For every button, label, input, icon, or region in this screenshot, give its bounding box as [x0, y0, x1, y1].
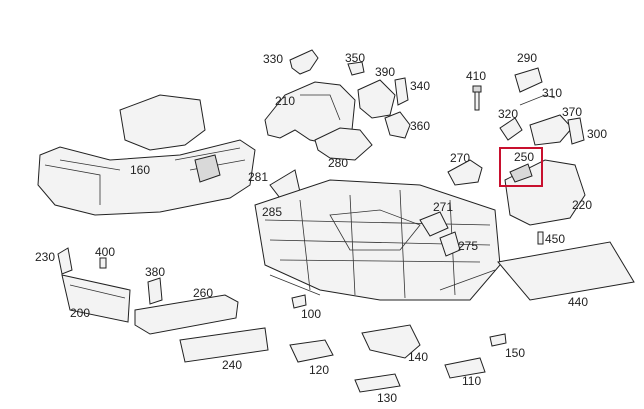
part-410-shape[interactable]: [472, 85, 482, 111]
part-110-shape[interactable]: [444, 357, 486, 379]
label-210[interactable]: 210: [275, 94, 295, 108]
label-370[interactable]: 370: [562, 105, 582, 119]
part-270-shape[interactable]: [447, 159, 483, 186]
part-360-shape[interactable]: [384, 111, 411, 139]
label-220[interactable]: 220: [572, 198, 592, 212]
label-270[interactable]: 270: [450, 151, 470, 165]
label-390[interactable]: 390: [375, 65, 395, 79]
label-160[interactable]: 160: [130, 163, 150, 177]
part-350-shape[interactable]: [347, 61, 365, 76]
label-140[interactable]: 140: [408, 350, 428, 364]
part-260-shape[interactable]: [134, 294, 239, 335]
label-271[interactable]: 271: [433, 200, 453, 214]
label-290[interactable]: 290: [517, 51, 537, 65]
seat-frame-shape: [254, 179, 501, 301]
part-275-shape[interactable]: [439, 231, 461, 257]
part-120-shape[interactable]: [289, 339, 334, 363]
part-280-shape[interactable]: [314, 127, 373, 161]
part-271-shape[interactable]: [419, 211, 449, 237]
part-100-shape[interactable]: [291, 294, 307, 309]
part-320-shape[interactable]: [499, 117, 523, 141]
label-150[interactable]: 150: [505, 346, 525, 360]
part-210-shape[interactable]: [264, 81, 356, 146]
part-330-shape[interactable]: [289, 49, 319, 75]
part-160-shape[interactable]: [37, 94, 256, 216]
label-340[interactable]: 340: [410, 79, 430, 93]
label-380[interactable]: 380: [145, 265, 165, 279]
label-100[interactable]: 100: [301, 307, 321, 321]
part-450-shape[interactable]: [537, 231, 544, 245]
part-370-shape[interactable]: [529, 114, 573, 146]
part-250-shape[interactable]: [509, 163, 533, 183]
part-150-shape[interactable]: [489, 333, 507, 347]
label-130[interactable]: 130: [377, 391, 397, 405]
part-130-shape[interactable]: [354, 373, 401, 393]
label-240[interactable]: 240: [222, 358, 242, 372]
part-300-shape[interactable]: [567, 117, 585, 145]
part-400-shape[interactable]: [99, 257, 107, 269]
label-281[interactable]: 281: [248, 170, 268, 184]
label-200[interactable]: 200: [70, 306, 90, 320]
label-330[interactable]: 330: [263, 52, 283, 66]
part-380-shape[interactable]: [147, 277, 163, 305]
label-230[interactable]: 230: [35, 250, 55, 264]
part-230-shape[interactable]: [57, 247, 73, 275]
label-260[interactable]: 260: [193, 286, 213, 300]
label-410[interactable]: 410: [466, 69, 486, 83]
highlight-box-250: [499, 147, 543, 187]
part-390-shape[interactable]: [357, 79, 396, 119]
part-340-shape[interactable]: [394, 77, 409, 106]
part-240-shape[interactable]: [179, 327, 269, 363]
label-350[interactable]: 350: [345, 51, 365, 65]
label-320[interactable]: 320: [498, 107, 518, 121]
label-285[interactable]: 285: [262, 205, 282, 219]
label-120[interactable]: 120: [309, 363, 329, 377]
label-110[interactable]: 110: [462, 374, 481, 388]
label-250[interactable]: 250: [514, 150, 534, 164]
part-290-shape[interactable]: [514, 67, 543, 93]
label-440[interactable]: 440: [568, 295, 588, 309]
label-360[interactable]: 360: [410, 119, 430, 133]
label-300[interactable]: 300: [587, 127, 607, 141]
part-440-shape[interactable]: [497, 241, 635, 301]
label-310[interactable]: 310: [542, 86, 562, 100]
label-275[interactable]: 275: [458, 239, 478, 253]
part-200-shape[interactable]: [61, 274, 131, 323]
part-310-shape[interactable]: [519, 94, 556, 106]
label-280[interactable]: 280: [328, 156, 348, 170]
label-400[interactable]: 400: [95, 245, 115, 259]
part-140-shape[interactable]: [361, 324, 421, 359]
label-450[interactable]: 450: [545, 232, 565, 246]
